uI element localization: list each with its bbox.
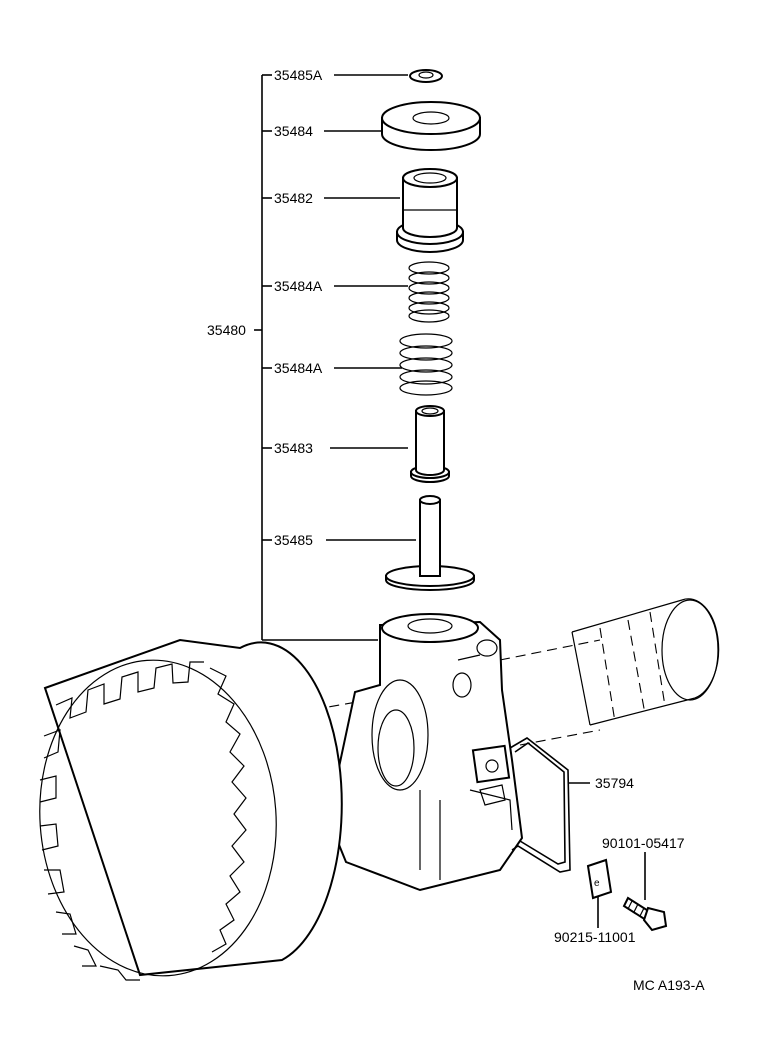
label-seat: 35484 xyxy=(274,123,313,139)
label-wire: 35794 xyxy=(595,775,634,791)
sleeve xyxy=(410,405,450,483)
assembly-bracket xyxy=(261,75,378,641)
diagram-code: MC A193-A xyxy=(633,977,705,993)
small-washer xyxy=(409,69,443,83)
label-piston: 35482 xyxy=(274,190,313,206)
inner-spring xyxy=(408,261,450,323)
leader-lines xyxy=(254,74,646,928)
label-lock-plate: 90215-11001 xyxy=(554,929,636,945)
lock-plate: e xyxy=(586,858,613,900)
label-sleeve: 35483 xyxy=(274,440,313,456)
label-bolt: 90101-05417 xyxy=(602,835,685,851)
lock-plate-mark-icon: e xyxy=(594,878,600,889)
toothed-drum xyxy=(39,638,343,981)
label-assembly: 35480 xyxy=(207,322,246,338)
wire-clip xyxy=(509,737,571,873)
seat-ring xyxy=(381,101,481,151)
label-valve: 35485 xyxy=(274,532,313,548)
piston xyxy=(396,168,464,253)
label-spring-inner: 35484A xyxy=(274,278,323,294)
label-washer: 35485A xyxy=(274,67,323,83)
bolt xyxy=(622,896,668,932)
output-shaft xyxy=(571,598,720,726)
governor-body xyxy=(330,613,524,892)
valve xyxy=(385,495,475,591)
label-spring-outer: 35484A xyxy=(274,360,323,376)
outer-spring xyxy=(399,333,453,396)
